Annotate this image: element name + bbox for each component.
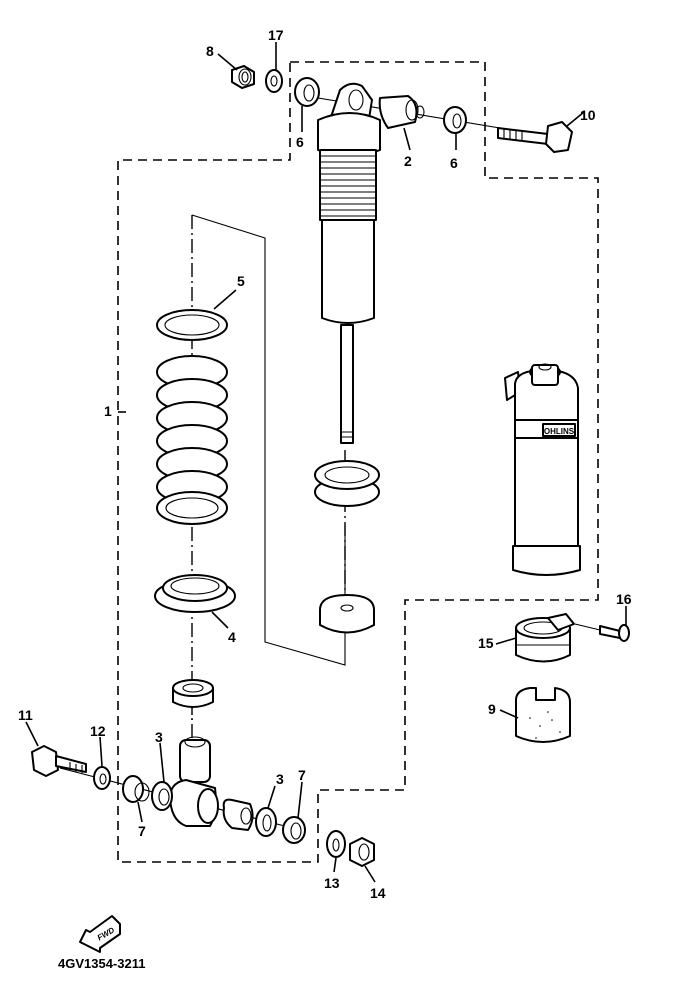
part-14-nut bbox=[349, 837, 375, 867]
callout-13: 13 bbox=[324, 875, 340, 891]
part-2-spacer bbox=[378, 95, 425, 129]
callout-6-left: 6 bbox=[296, 134, 304, 150]
part-8-nut bbox=[231, 65, 255, 89]
callout-2: 2 bbox=[404, 153, 412, 169]
reservoir-brand-label: OHLINS bbox=[544, 427, 575, 436]
leader-lines bbox=[25, 42, 627, 883]
callout-12: 12 bbox=[90, 723, 106, 739]
lower-spacer bbox=[222, 798, 254, 831]
part-6-collar-right bbox=[443, 106, 467, 134]
part-5-guide-ring bbox=[156, 309, 228, 341]
lower-locknut bbox=[172, 679, 214, 708]
part-16-screw bbox=[574, 623, 630, 642]
callout-17: 17 bbox=[268, 27, 284, 43]
callout-4: 4 bbox=[228, 629, 236, 645]
part-12-washer bbox=[93, 766, 111, 790]
part-10-bolt bbox=[497, 121, 573, 153]
part-13-washer bbox=[326, 830, 346, 858]
coil-spring bbox=[156, 355, 228, 525]
part-7-collar-right bbox=[282, 816, 306, 844]
part-7-collar-left bbox=[122, 775, 150, 803]
preload-adjuster-rings bbox=[314, 460, 380, 507]
callout-labels: 8 17 6 2 6 10 5 1 4 11 12 3 7 3 7 13 14 … bbox=[18, 27, 632, 901]
callout-3-right: 3 bbox=[276, 771, 284, 787]
callout-15: 15 bbox=[478, 635, 494, 651]
shock-body bbox=[317, 112, 381, 444]
callout-3-left: 3 bbox=[155, 729, 163, 745]
callout-8: 8 bbox=[206, 43, 214, 59]
callout-9: 9 bbox=[488, 701, 496, 717]
callout-1: 1 bbox=[104, 403, 112, 419]
drawing-code: 4GV1354-3211 bbox=[58, 956, 145, 971]
callout-11: 11 bbox=[18, 707, 33, 723]
callout-14: 14 bbox=[370, 885, 386, 901]
callout-5: 5 bbox=[237, 273, 245, 289]
part-4-spring-seat bbox=[154, 574, 236, 613]
shock-lower-eye bbox=[169, 736, 219, 827]
part-6-collar-left bbox=[294, 77, 320, 107]
part-3-seal-right bbox=[255, 807, 277, 837]
callout-6-right: 6 bbox=[450, 155, 458, 171]
bump-stop bbox=[319, 594, 375, 634]
reservoir: OHLINS bbox=[504, 363, 581, 576]
callout-7-right: 7 bbox=[298, 767, 306, 783]
part-17-washer bbox=[265, 69, 283, 93]
part-9-band bbox=[515, 687, 571, 743]
part-3-seal-left bbox=[151, 781, 173, 811]
callout-10: 10 bbox=[580, 107, 596, 123]
part-15-holder bbox=[515, 613, 575, 663]
callout-7-left: 7 bbox=[138, 823, 146, 839]
callout-16: 16 bbox=[616, 591, 632, 607]
fwd-arrow-icon: FWD bbox=[79, 915, 121, 953]
part-11-bolt bbox=[31, 745, 87, 777]
